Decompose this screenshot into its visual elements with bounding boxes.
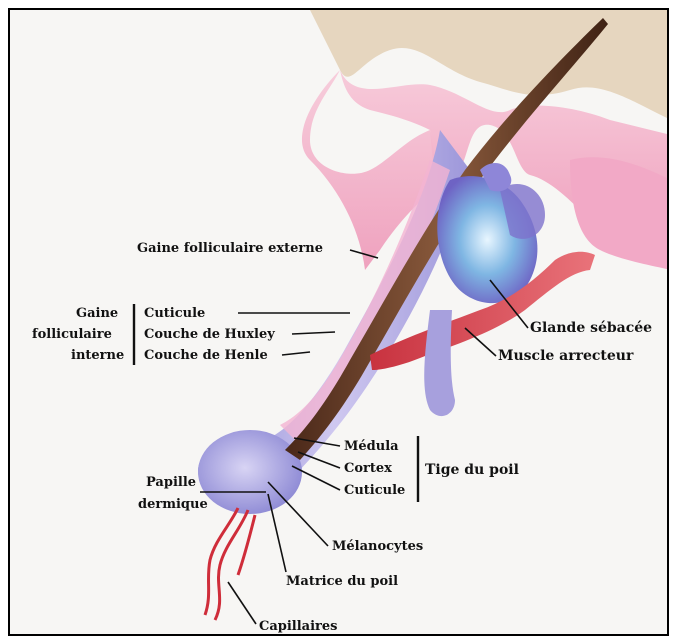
- label-matrix: Matrice du poil: [286, 574, 398, 589]
- label-huxley: Couche de Huxley: [144, 327, 275, 342]
- leader-henle: [282, 352, 310, 355]
- label-hair-shaft: Tige du poil: [425, 462, 519, 478]
- label-papilla-l1: Papille: [146, 475, 196, 490]
- hair-follicle-figure: Gaine folliculaire externe Gaine follicu…: [8, 8, 669, 636]
- label-sebaceous: Glande sébacée: [530, 320, 652, 336]
- label-papilla-l2: dermique: [138, 497, 208, 512]
- label-inner-sheath-l1: Gaine: [76, 306, 118, 321]
- gland-tube: [424, 310, 455, 416]
- label-medulla: Médula: [344, 439, 399, 454]
- label-melanocytes: Mélanocytes: [332, 539, 423, 554]
- label-cuticle-inner: Cuticule: [144, 306, 205, 321]
- label-cortex: Cortex: [344, 461, 392, 476]
- capillary-vessels: [205, 508, 255, 620]
- hair-follicle-diagram: Gaine folliculaire externe Gaine follicu…: [10, 10, 669, 636]
- label-inner-sheath-l3: interne: [71, 348, 124, 363]
- leader-huxley: [292, 332, 335, 334]
- label-henle: Couche de Henle: [144, 348, 268, 363]
- leader-capillaries: [228, 582, 256, 624]
- label-cuticle-shaft: Cuticule: [344, 483, 405, 498]
- label-capillaries: Capillaires: [259, 619, 337, 634]
- label-inner-sheath-l2: folliculaire: [32, 327, 112, 342]
- label-outer-sheath: Gaine folliculaire externe: [137, 241, 323, 256]
- label-arrector: Muscle arrecteur: [498, 348, 634, 364]
